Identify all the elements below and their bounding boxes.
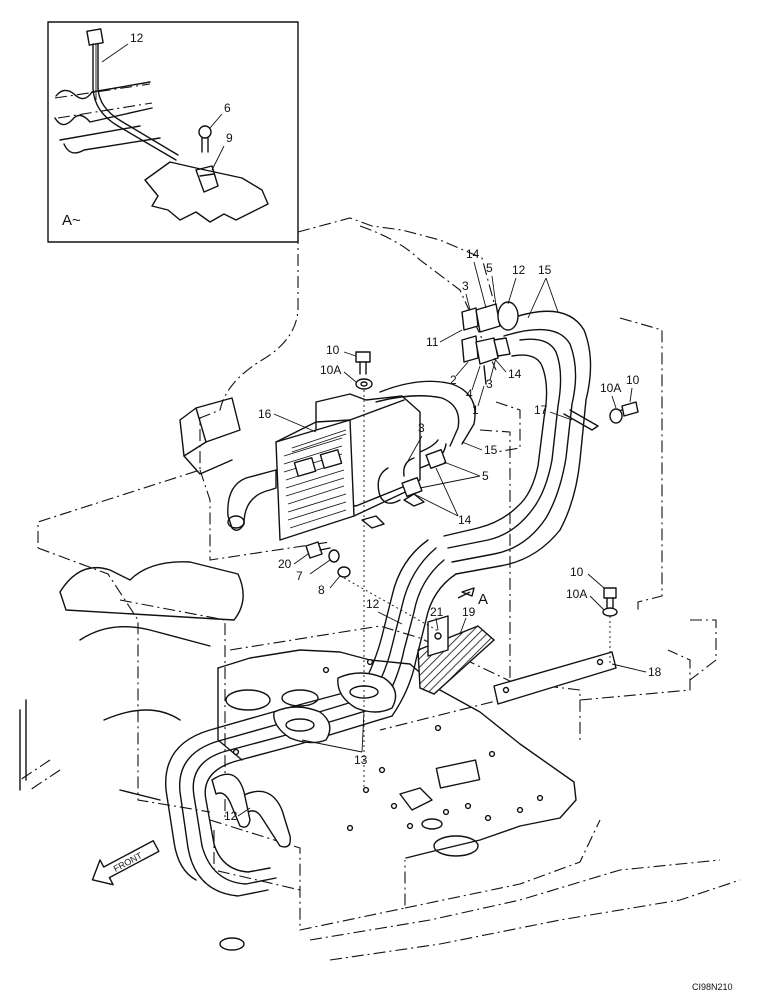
hose-clamps — [273, 672, 397, 744]
hose-band — [563, 409, 599, 431]
callout-21: 21 — [430, 605, 444, 619]
heater-unit — [275, 393, 425, 541]
callout-14-mid: 14 — [508, 367, 522, 381]
callout-16: 16 — [258, 407, 272, 421]
callout-15-top: 15 — [538, 263, 552, 277]
callout-19: 19 — [462, 605, 476, 619]
inset-view-a — [47, 21, 299, 243]
callout-14-top: 14 — [466, 247, 480, 261]
callout-10-left: 10 — [326, 343, 340, 357]
water-hoses — [361, 310, 592, 717]
callout-8: 8 — [318, 583, 325, 597]
inset-view-label: A~ — [62, 212, 81, 229]
heater-hose-fittings — [377, 448, 447, 504]
callout-12-top: 12 — [512, 263, 526, 277]
callout-1: 1 — [472, 403, 479, 417]
cover-plate — [493, 651, 617, 705]
callouts: 14 5 12 15 3 11 14 2 4 3 1 10 10A 16 3 1… — [224, 247, 662, 823]
callout-2: 2 — [450, 373, 457, 387]
callout-14-heater: 14 — [458, 513, 472, 527]
air-duct-left — [227, 469, 277, 531]
callout-5-top: 5 — [486, 261, 493, 275]
view-a-arrow — [457, 587, 475, 599]
front-arrow — [91, 840, 160, 886]
callout-5-heater: 5 — [482, 469, 489, 483]
inset-callout-12: 12 — [130, 31, 144, 45]
callout-17: 17 — [534, 403, 548, 417]
callout-10a-lower: 10A — [566, 587, 587, 601]
callout-4: 4 — [466, 387, 473, 401]
callout-10a-left: 10A — [320, 363, 341, 377]
callout-15-heater: 15 — [484, 443, 498, 457]
callout-12-mid: 12 — [366, 597, 380, 611]
cab-interior-left — [19, 397, 244, 801]
callout-18: 18 — [648, 665, 662, 679]
floor-plate — [217, 649, 577, 859]
callout-12-bottom: 12 — [224, 809, 238, 823]
callout-10-lower: 10 — [570, 565, 584, 579]
callout-10-right: 10 — [626, 373, 640, 387]
callout-20: 20 — [278, 557, 292, 571]
inset-callout-6: 6 — [224, 101, 231, 115]
hose-bracket — [417, 615, 496, 695]
callout-3-heater: 3 — [418, 421, 425, 435]
drawing-code: CI98N210 — [692, 982, 733, 992]
inset-callout-9: 9 — [226, 131, 233, 145]
fasteners — [305, 351, 639, 790]
callout-3-mid: 3 — [486, 377, 493, 391]
machine-frame-outline — [19, 217, 741, 961]
callout-view-a: A — [478, 591, 488, 608]
callout-7: 7 — [296, 569, 303, 583]
callout-10a-right: 10A — [600, 381, 621, 395]
top-hose-fittings — [461, 301, 519, 385]
callout-3-top: 3 — [462, 279, 469, 293]
callout-11: 11 — [426, 335, 439, 349]
callout-13: 13 — [354, 753, 368, 767]
